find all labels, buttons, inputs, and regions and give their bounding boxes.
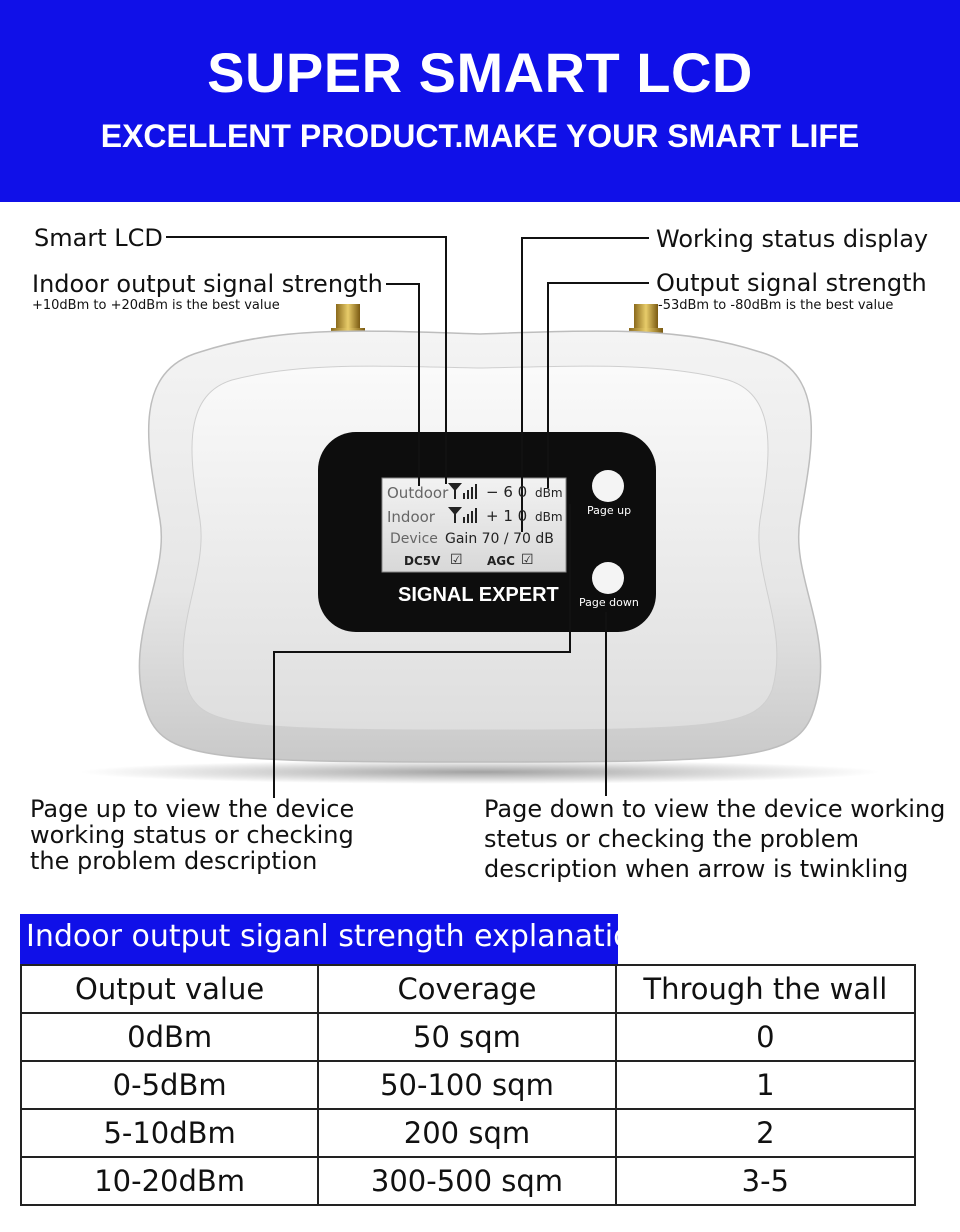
table-header-output: Output value: [19, 964, 320, 1014]
table-title-bar: Indoor output siganl strength explanatio…: [20, 914, 650, 964]
signal-booster-illustration: [80, 236, 880, 798]
antenna-signal-icon: [448, 507, 477, 523]
table-cell: 0: [614, 1012, 917, 1062]
lcd-indoor-label: Indoor: [387, 508, 435, 526]
page-down-button-label: Page down: [579, 596, 639, 609]
lcd-outdoor-label: Outdoor: [387, 484, 449, 502]
table-cell: 3-5: [614, 1156, 917, 1206]
table-row: 0dBm 50 sqm 0: [19, 1012, 917, 1062]
table-cell: 0dBm: [19, 1012, 320, 1062]
callout-working-status: Working status display: [656, 225, 929, 253]
device-brand: SIGNAL EXPERT: [398, 584, 559, 606]
table-row: 10-20dBm 300-500 sqm 3-5: [19, 1156, 917, 1206]
lcd-agc-check-icon: ☑: [521, 552, 534, 568]
table-cell: 50 sqm: [317, 1012, 617, 1062]
table-header-coverage: Coverage: [317, 964, 617, 1014]
antenna-signal-icon: [448, 483, 477, 499]
callout-smart-lcd: Smart LCD: [34, 224, 163, 252]
banner-subtitle: EXCELLENT PRODUCT.MAKE YOUR SMART LIFE: [100, 118, 860, 154]
table-title: Indoor output siganl strength explanatio…: [26, 919, 651, 954]
callout-output-note: -53dBm to -80dBm is the best value: [658, 298, 894, 313]
callout-output-signal: Output signal strength: [656, 269, 927, 297]
table-cell: 2: [614, 1108, 917, 1158]
table-row: 5-10dBm 200 sqm 2: [19, 1108, 917, 1158]
table-cell: 1: [614, 1060, 917, 1110]
callout-indoor-note: +10dBm to +20dBm is the best value: [32, 298, 280, 313]
table-header-row: Output value Coverage Through the wall: [19, 964, 917, 1014]
lcd-device-label: Device: [390, 531, 438, 547]
callout-indoor-output: Indoor output signal strength: [32, 270, 383, 298]
table-cell: 200 sqm: [317, 1108, 617, 1158]
lcd-agc-status: AGC: [487, 554, 515, 568]
table-row: 0-5dBm 50-100 sqm 1: [19, 1060, 917, 1110]
lcd-gain-value: Gain 70 / 70 dB: [445, 531, 554, 547]
lcd-outdoor-unit: dBm: [535, 486, 563, 500]
table-cell: 5-10dBm: [19, 1108, 320, 1158]
page-up-button-label: Page up: [587, 504, 632, 517]
lcd-indoor-unit: dBm: [535, 510, 563, 524]
header-banner: SUPER SMART LCD EXCELLENT PRODUCT.MAKE Y…: [0, 0, 960, 202]
page-up-description: Page up to view the device working statu…: [30, 795, 355, 875]
banner-title: SUPER SMART LCD: [207, 41, 753, 104]
lcd-dc5v-status: DC5V: [404, 554, 441, 568]
table-header-wall: Through the wall: [614, 964, 917, 1014]
signal-strength-table: Output value Coverage Through the wall 0…: [19, 964, 917, 1206]
table-cell: 300-500 sqm: [317, 1156, 617, 1206]
table-cell: 10-20dBm: [19, 1156, 320, 1206]
lcd-outdoor-value: − 6 0: [486, 483, 528, 501]
table-cell: 50-100 sqm: [317, 1060, 617, 1110]
table-cell: 0-5dBm: [19, 1060, 320, 1110]
lcd-indoor-value: + 1 0: [486, 507, 528, 525]
page-down-description: Page down to view the device working ste…: [484, 795, 946, 883]
lcd-dc5v-check-icon: ☑: [450, 552, 463, 568]
